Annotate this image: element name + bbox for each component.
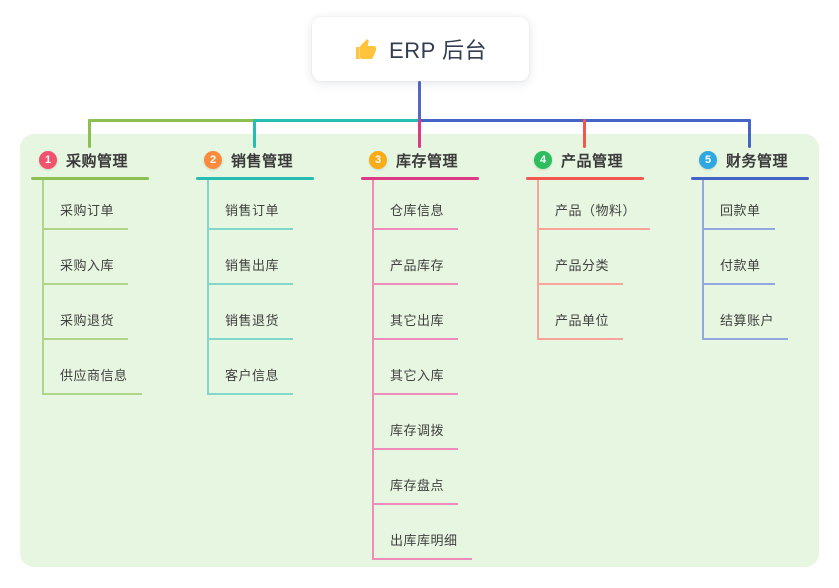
branch-sales: 2 销售管理 销售订单 销售出库 销售退货 客户信息 (196, 146, 361, 395)
branch-badge-5: 5 (699, 151, 717, 169)
node-purchase-return[interactable]: 采购退货 (44, 285, 129, 340)
node-sales-outbound[interactable]: 销售出库 (209, 230, 294, 285)
root-node-label: ERP 后台 (389, 38, 487, 63)
connector-drop-purchase (88, 119, 91, 148)
branch-children-purchase: 采购订单 采购入库 采购退货 供应商信息 (42, 180, 142, 395)
node-receipt-bill[interactable]: 回款单 (704, 180, 775, 230)
node-purchase-order[interactable]: 采购订单 (44, 180, 129, 230)
branch-label-product: 产品管理 (561, 152, 624, 170)
node-customer-info[interactable]: 客户信息 (209, 340, 294, 395)
branch-label-purchase: 采购管理 (66, 152, 129, 170)
branch-underline-inventory (361, 177, 479, 180)
connector-bus-sales (253, 119, 420, 122)
branch-label-finance: 财务管理 (726, 152, 789, 170)
branch-children-inventory: 仓库信息 产品库存 其它出库 其它入库 库存调拨 库存盘点 出库库明细 (372, 180, 472, 560)
branch-inventory: 3 库存管理 仓库信息 产品库存 其它出库 其它入库 库存调拨 库存盘点 出库库… (361, 146, 526, 560)
branch-header-finance[interactable]: 5 财务管理 (691, 146, 839, 174)
branch-label-sales: 销售管理 (231, 152, 294, 170)
node-other-inbound[interactable]: 其它入库 (374, 340, 459, 395)
branch-header-sales[interactable]: 2 销售管理 (196, 146, 361, 174)
branch-underline-product (526, 177, 644, 180)
branch-children-finance: 回款单 付款单 结算账户 (702, 180, 789, 340)
node-warehouse-info[interactable]: 仓库信息 (374, 180, 459, 230)
branches-background-panel (20, 134, 819, 567)
branch-children-product: 产品（物料） 产品分类 产品单位 (537, 180, 651, 340)
branch-product: 4 产品管理 产品（物料） 产品分类 产品单位 (526, 146, 691, 340)
branch-purchase: 1 采购管理 采购订单 采购入库 采购退货 供应商信息 (31, 146, 196, 395)
node-settlement-account[interactable]: 结算账户 (704, 285, 789, 340)
node-product-stock[interactable]: 产品库存 (374, 230, 459, 285)
branch-finance: 5 财务管理 回款单 付款单 结算账户 (691, 146, 839, 340)
thumbs-up-icon (356, 39, 377, 59)
node-outbound-detail[interactable]: 出库库明细 (374, 505, 472, 560)
node-supplier-info[interactable]: 供应商信息 (44, 340, 142, 395)
node-product-material[interactable]: 产品（物料） (539, 180, 651, 230)
node-stock-count[interactable]: 库存盘点 (374, 450, 459, 505)
connector-bus-purchase (88, 119, 255, 122)
branch-underline-finance (691, 177, 809, 180)
connector-drop-inventory (418, 119, 421, 148)
branch-header-inventory[interactable]: 3 库存管理 (361, 146, 526, 174)
connector-drop-product (583, 119, 586, 148)
connector-root-drop (418, 81, 421, 122)
node-stock-transfer[interactable]: 库存调拨 (374, 395, 459, 450)
node-payment-bill[interactable]: 付款单 (704, 230, 775, 285)
node-product-unit[interactable]: 产品单位 (539, 285, 624, 340)
branch-underline-sales (196, 177, 314, 180)
node-other-outbound[interactable]: 其它出库 (374, 285, 459, 340)
connector-drop-finance (748, 119, 751, 148)
branch-children-sales: 销售订单 销售出库 销售退货 客户信息 (207, 180, 294, 395)
branch-underline-purchase (31, 177, 149, 180)
branch-badge-4: 4 (534, 151, 552, 169)
connector-drop-sales (253, 119, 256, 148)
branch-label-inventory: 库存管理 (396, 152, 459, 170)
root-node-erp-backend[interactable]: ERP 后台 (312, 17, 529, 81)
node-sales-return[interactable]: 销售退货 (209, 285, 294, 340)
node-sales-order[interactable]: 销售订单 (209, 180, 294, 230)
branch-header-purchase[interactable]: 1 采购管理 (31, 146, 196, 174)
node-purchase-inbound[interactable]: 采购入库 (44, 230, 129, 285)
branch-header-product[interactable]: 4 产品管理 (526, 146, 691, 174)
node-product-category[interactable]: 产品分类 (539, 230, 624, 285)
branch-badge-2: 2 (204, 151, 222, 169)
branch-badge-3: 3 (369, 151, 387, 169)
branch-badge-1: 1 (39, 151, 57, 169)
